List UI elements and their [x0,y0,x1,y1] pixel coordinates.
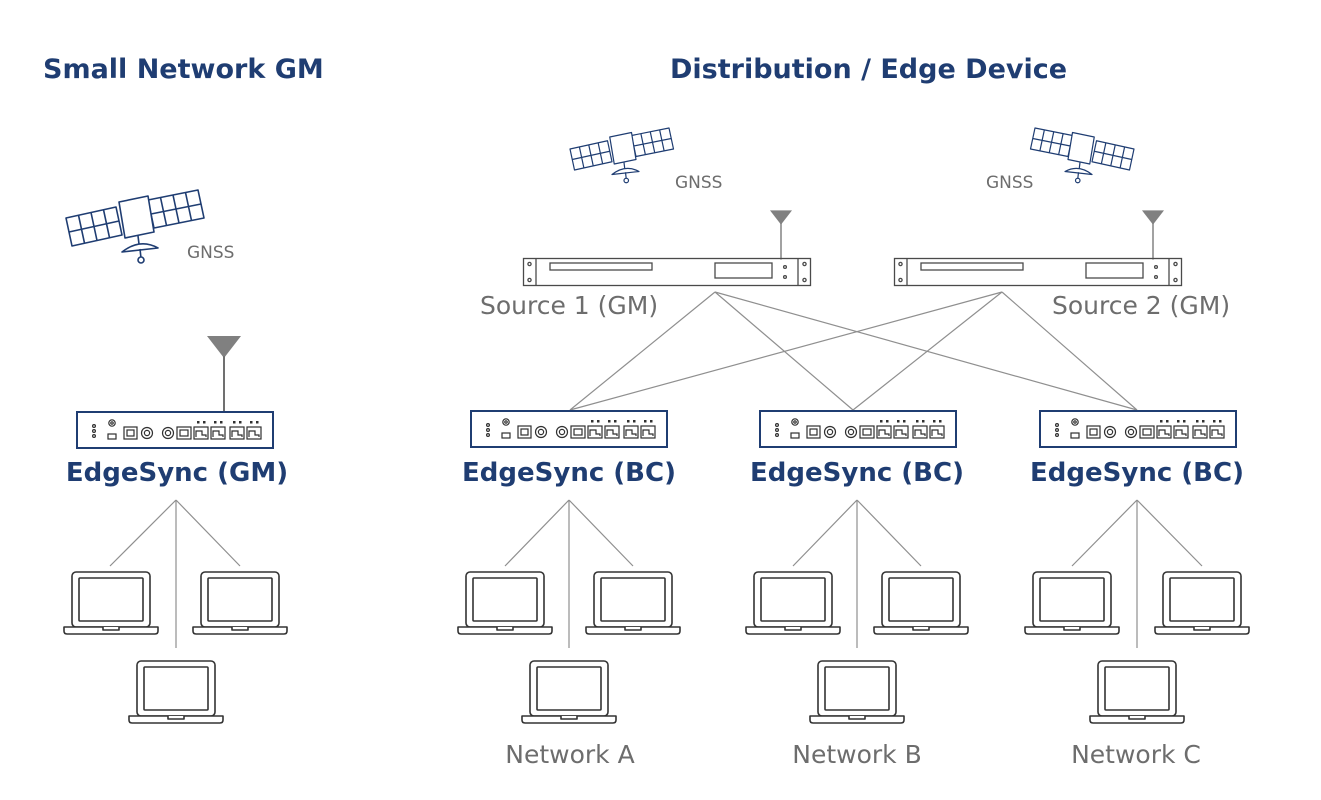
heading-distribution-edge-device: Distribution / Edge Device [670,54,1067,85]
laptop-icon [585,571,681,635]
edgesync-device-icon [759,410,957,448]
heading-small-network-gm: Small Network GM [43,54,324,85]
network-b-label: Network B [792,740,921,769]
rack-server-icon [893,257,1183,287]
network-c-label: Network C [1071,740,1201,769]
laptop-icon [128,660,224,724]
laptop-icon [63,571,159,635]
laptop-icon [873,571,969,635]
laptop-icon [1089,660,1185,724]
network-a-label: Network A [505,740,634,769]
antenna-icon [769,209,793,261]
edgesync-device-icon [1039,410,1237,448]
satellite-icon [569,127,675,184]
source2-label: Source 2 (GM) [1052,291,1230,320]
laptop-icon [192,571,288,635]
satellite-icon [1029,127,1135,184]
laptop-icon [1024,571,1120,635]
source1-label: Source 1 (GM) [480,291,658,320]
connection-lines [109,291,1203,648]
antenna-icon [1141,209,1165,261]
edgesync-bc-label: EdgeSync (BC) [750,458,964,488]
edgesync-bc-label: EdgeSync (BC) [1030,458,1244,488]
gnss-label-gm: GNSS [187,243,234,263]
gnss-label-source2: GNSS [986,173,1033,193]
laptop-icon [521,660,617,724]
laptop-icon [457,571,553,635]
edgesync-bc-label: EdgeSync (BC) [462,458,676,488]
edgesync-device-icon [470,410,668,448]
gnss-label-source1: GNSS [675,173,722,193]
edgesync-device-icon [76,411,274,449]
antenna-icon [206,335,242,413]
edgesync-gm-label: EdgeSync (GM) [66,458,288,488]
laptop-icon [809,660,905,724]
laptop-icon [745,571,841,635]
laptop-icon [1154,571,1250,635]
rack-server-icon [522,257,812,287]
satellite-icon [65,189,205,264]
